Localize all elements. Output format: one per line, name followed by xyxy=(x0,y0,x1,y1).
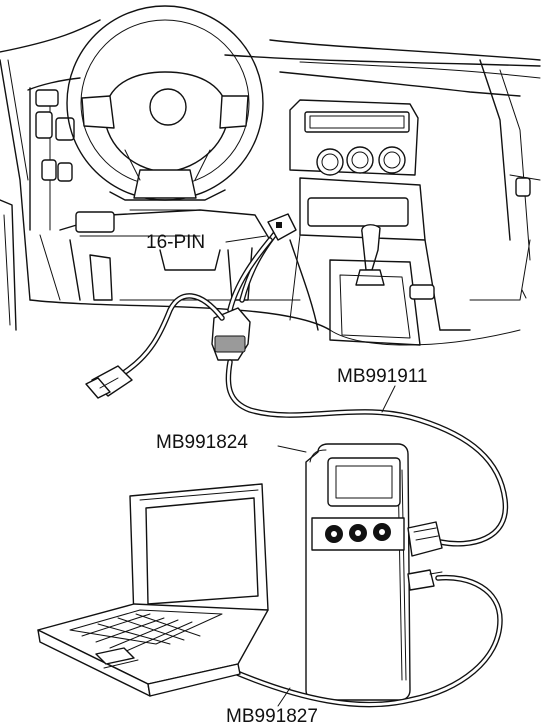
callout-labels: 16-PIN MB991911 MB991824 MB991827 xyxy=(146,232,428,727)
laptop-computer xyxy=(37,483,269,697)
label-mb991911: MB991911 xyxy=(337,366,428,387)
label-mb991824: MB991824 xyxy=(156,432,248,453)
obd-cable-assembly xyxy=(85,213,509,547)
vehicle-interior-drawing xyxy=(0,5,541,346)
usb-cable xyxy=(227,574,503,708)
label-mb991827: MB991827 xyxy=(226,706,318,727)
label-16-pin: 16-PIN xyxy=(146,232,205,253)
interface-unit-device xyxy=(277,443,443,701)
